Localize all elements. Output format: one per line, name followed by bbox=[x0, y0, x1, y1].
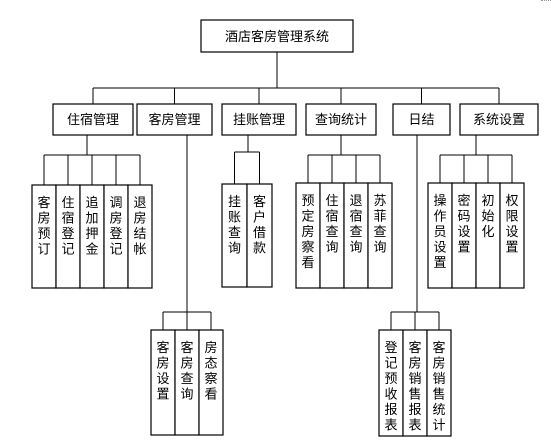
leaf-node: 客房查询 bbox=[174, 329, 200, 436]
module-box bbox=[305, 103, 377, 136]
leaf-node: 操作员设置 bbox=[427, 182, 453, 289]
module-box bbox=[459, 103, 539, 136]
leaf-label: 退房结帐 bbox=[133, 196, 146, 258]
leaf-label: 调房登记 bbox=[109, 196, 122, 258]
leaf-node: 权限设置 bbox=[499, 182, 525, 289]
leaf-label: 客房销售报表 bbox=[408, 340, 421, 434]
leaf-node: 客房销售统计 bbox=[426, 329, 452, 437]
leaf-label: 客户借款 bbox=[253, 194, 266, 257]
leaf-node: 房态察看 bbox=[198, 329, 224, 436]
leaf-node: 追加押金 bbox=[79, 184, 105, 289]
leaf-box bbox=[127, 184, 153, 289]
module-box bbox=[392, 103, 451, 136]
leaf-node: 退宿查询 bbox=[343, 182, 369, 289]
module-box bbox=[221, 103, 297, 136]
leaf-label: 权限设置 bbox=[505, 193, 518, 256]
leaf-node: 客户借款 bbox=[246, 183, 273, 288]
leaf-node: 客房销售报表 bbox=[402, 329, 428, 437]
leaf-label: 预定房察看 bbox=[301, 194, 314, 271]
leaf-node: 客房预订 bbox=[31, 184, 57, 289]
leaf-label: 房态察看 bbox=[204, 340, 217, 403]
module-label: 住宿管理 bbox=[67, 112, 119, 128]
root-box bbox=[200, 19, 354, 53]
leaf-node: 密码设置 bbox=[451, 182, 477, 289]
leaf-node: 退房结帐 bbox=[127, 184, 153, 289]
leaf-label: 登记预收报表 bbox=[384, 341, 397, 434]
leaf-label: 初始化 bbox=[481, 194, 494, 240]
leaf-label: 密码设置 bbox=[457, 193, 470, 256]
module-label: 客房管理 bbox=[148, 112, 200, 128]
module-node: 查询统计 bbox=[305, 103, 377, 136]
module-node: 系统设置 bbox=[459, 103, 539, 136]
leaf-box bbox=[198, 329, 224, 436]
root-node: 酒店客房管理系统 bbox=[200, 19, 354, 53]
leaf-box bbox=[103, 184, 129, 289]
leaf-box bbox=[31, 184, 57, 289]
leaf-label: 客房预订 bbox=[37, 195, 50, 258]
leaf-box bbox=[150, 329, 176, 436]
leaf-node: 苏菲查询 bbox=[367, 182, 393, 289]
leaf-box bbox=[451, 182, 477, 289]
leaf-box bbox=[475, 182, 501, 289]
leaf-label: 苏菲查询 bbox=[373, 193, 386, 256]
module-node: 挂账管理 bbox=[221, 103, 297, 136]
leaf-node: 登记预收报表 bbox=[378, 329, 404, 437]
leaf-label: 客房设置 bbox=[156, 340, 169, 403]
leaf-box bbox=[367, 182, 393, 289]
leaf-box bbox=[499, 182, 525, 289]
module-box bbox=[52, 103, 134, 136]
leaf-box bbox=[402, 329, 428, 437]
leaf-node: 客房设置 bbox=[150, 329, 176, 436]
corner-mark bbox=[541, 0, 551, 2]
leaf-box bbox=[378, 329, 404, 437]
leaf-node: 初始化 bbox=[475, 182, 501, 289]
module-nodes: 住宿管理 客房管理 挂账管理 查询统计 日结 系统设置 bbox=[52, 103, 539, 136]
leaf-node: 住宿查询 bbox=[319, 182, 345, 289]
leaf-label: 住宿查询 bbox=[325, 194, 338, 256]
leaf-label: 挂账查询 bbox=[228, 195, 241, 257]
module-label: 系统设置 bbox=[473, 113, 525, 128]
module-box bbox=[136, 103, 213, 136]
leaf-label: 退宿查询 bbox=[349, 194, 362, 256]
leaf-box bbox=[295, 182, 321, 289]
module-node: 客房管理 bbox=[136, 103, 213, 136]
leaf-node: 住宿登记 bbox=[55, 184, 81, 289]
root-label: 酒店客房管理系统 bbox=[225, 29, 329, 45]
leaf-box bbox=[246, 183, 273, 288]
module-node: 日结 bbox=[392, 103, 451, 136]
leaf-label: 客房销售统计 bbox=[432, 340, 445, 434]
leaf-label: 客房查询 bbox=[180, 340, 193, 403]
leaf-label: 操作员设置 bbox=[433, 193, 446, 271]
module-label: 日结 bbox=[408, 113, 434, 128]
module-node: 住宿管理 bbox=[52, 103, 134, 136]
leaf-box bbox=[426, 329, 452, 437]
leaf-node: 挂账查询 bbox=[221, 183, 248, 288]
leaf-label: 追加押金 bbox=[85, 195, 98, 258]
module-label: 挂账管理 bbox=[233, 113, 285, 128]
leaf-box bbox=[174, 329, 200, 436]
leaf-label: 住宿登记 bbox=[61, 196, 74, 258]
connector-lines bbox=[43, 52, 513, 330]
leaf-node: 调房登记 bbox=[103, 184, 129, 289]
module-label: 查询统计 bbox=[315, 113, 367, 128]
leaf-node: 预定房察看 bbox=[295, 182, 321, 289]
